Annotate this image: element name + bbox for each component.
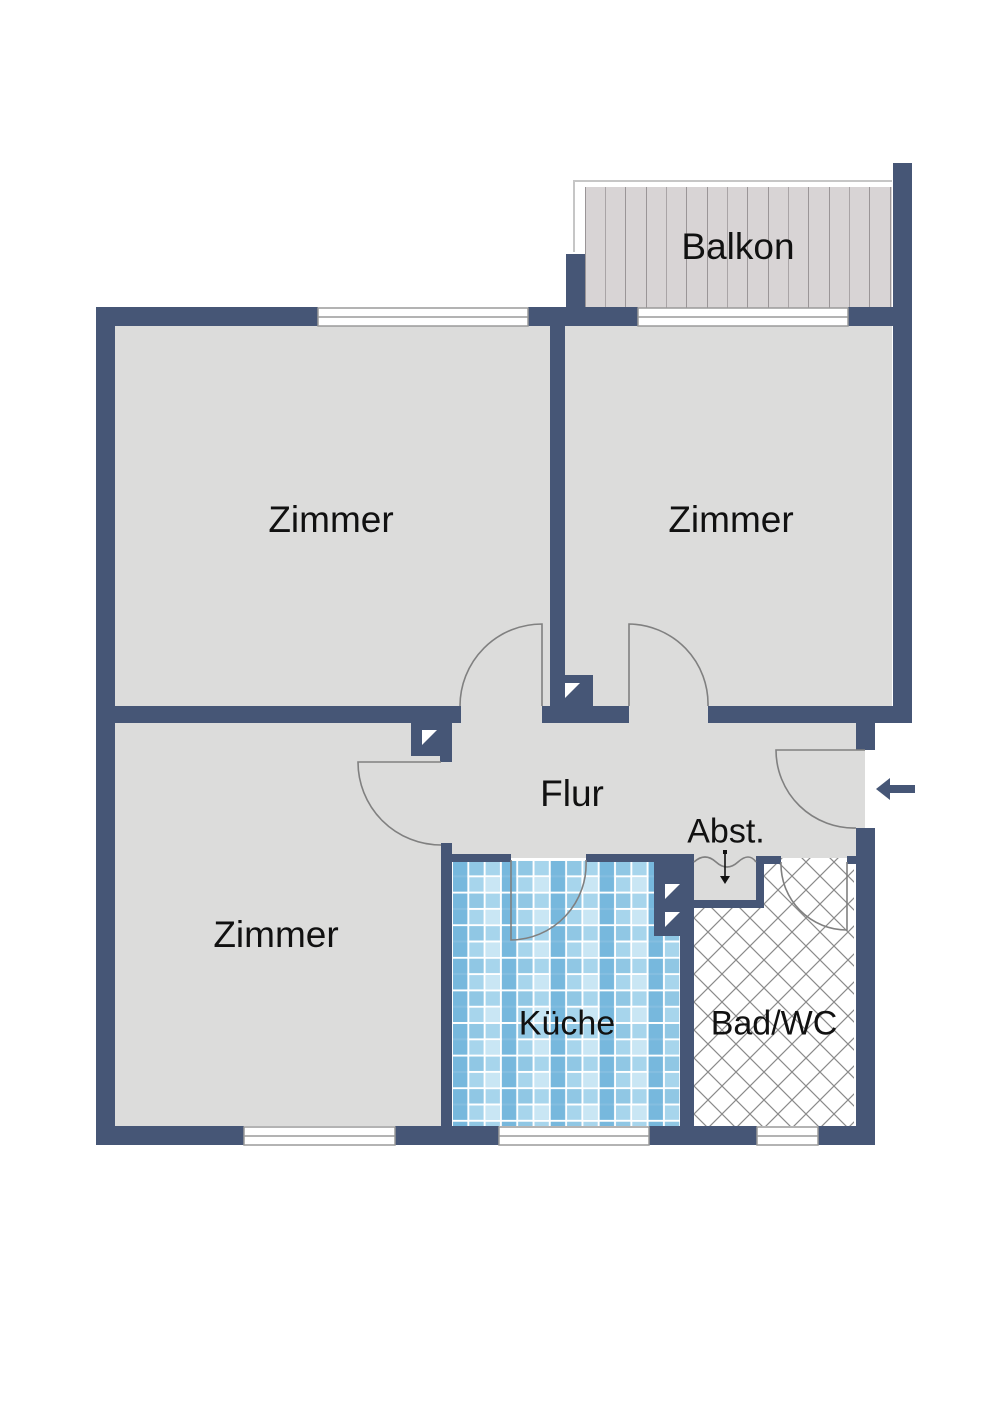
door-swings	[357, 623, 865, 941]
room-label-abst: Abst.	[687, 812, 765, 851]
room-label-kueche: Küche	[518, 1004, 616, 1043]
room-label-flur: Flur	[540, 773, 604, 814]
room-label-bad: Bad/WC	[710, 1004, 838, 1043]
walls	[96, 163, 912, 1145]
room-zimmer-2-floor	[565, 326, 892, 706]
balcony-floor	[585, 187, 892, 308]
bathroom-floor	[694, 904, 854, 1126]
hallway-floor	[441, 706, 865, 858]
windows	[243, 307, 849, 1146]
room-label-balkon: Balkon	[681, 226, 795, 267]
bathroom-floor-entry	[764, 858, 854, 904]
room-label-zimmer-2: Zimmer	[668, 499, 794, 540]
arrow-left-icon	[876, 778, 915, 800]
kitchen-floor-accent	[452, 860, 680, 1126]
room-zimmer-3-floor	[115, 722, 441, 1126]
balcony-railing	[573, 180, 892, 252]
room-label-zimmer-1: Zimmer	[268, 499, 394, 540]
room-zimmer-1-floor	[115, 326, 550, 706]
shaft-markers	[422, 683, 680, 927]
room-label-zimmer-3: Zimmer	[213, 914, 339, 955]
storage-door-arrow-icon	[720, 850, 730, 884]
